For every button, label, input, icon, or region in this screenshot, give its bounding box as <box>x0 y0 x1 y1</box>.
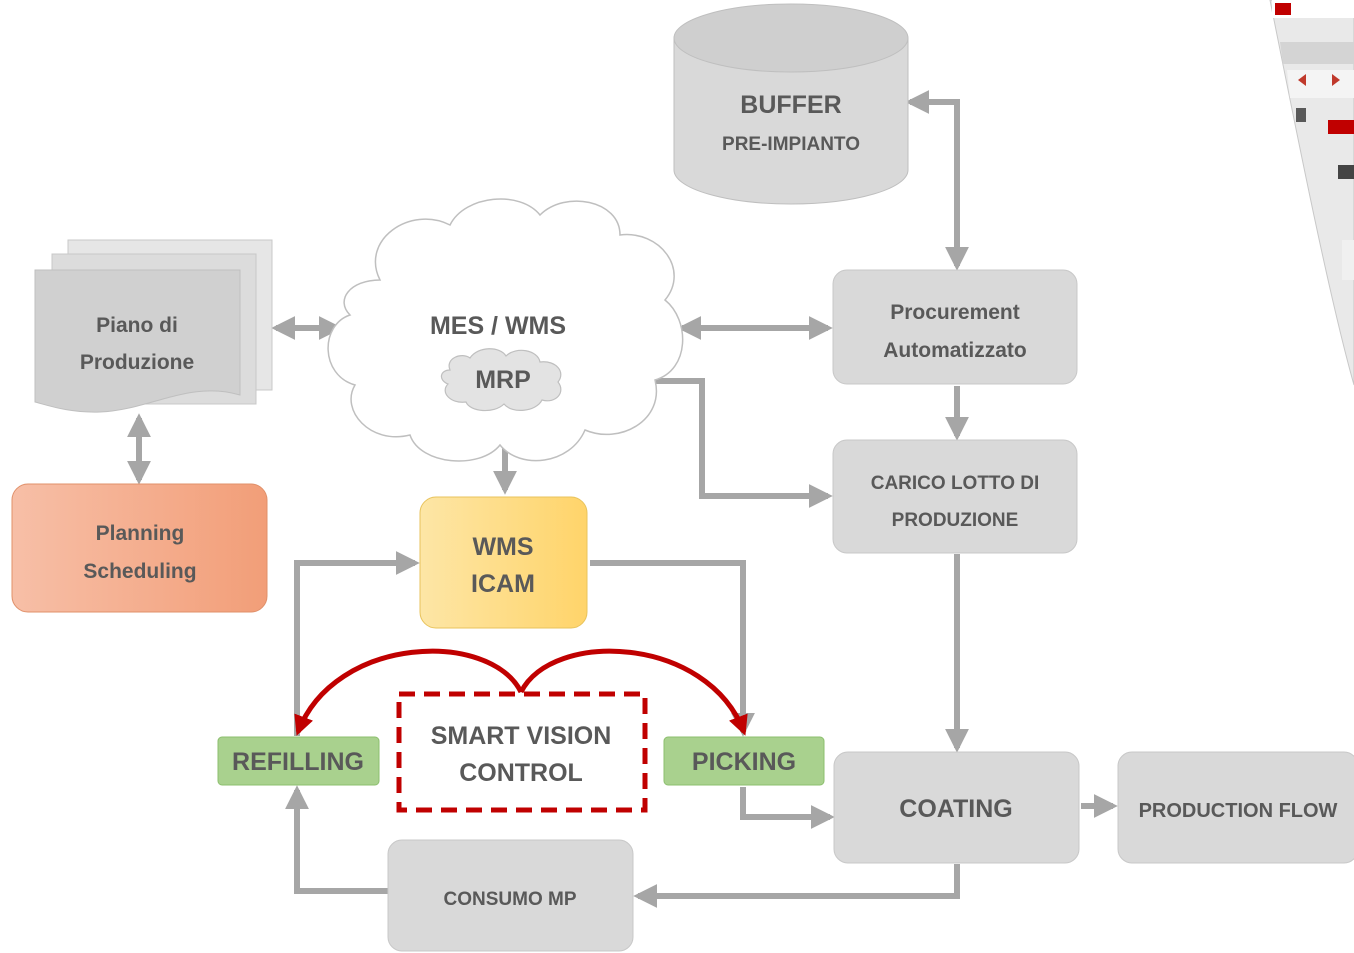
app-logo-icon <box>1275 3 1291 15</box>
mrp-label: MRP <box>475 366 531 394</box>
back-arrow-icon <box>1298 74 1306 86</box>
mrp-cloud <box>440 348 562 412</box>
picking-box: PICKING <box>663 736 825 786</box>
wms-icam-line1: WMS <box>472 533 533 561</box>
carico-lotto-box: CARICO LOTTO DI PRODUZIONE <box>832 439 1078 554</box>
arrow-refilling-wms <box>294 551 420 736</box>
software-screenshot-fragment <box>1269 0 1354 386</box>
arrow-picking-coating <box>740 787 835 829</box>
planning-scheduling-box: Planning Scheduling <box>11 483 268 613</box>
carico-line2: PRODUZIONE <box>892 510 1019 531</box>
procurement-line1: Procurement <box>890 301 1020 324</box>
wms-icam-box: WMS ICAM <box>419 496 588 629</box>
piano-produzione-documents: Piano di Produzione <box>34 239 273 413</box>
smart-vision-line2: CONTROL <box>459 759 583 787</box>
planning-line2: Scheduling <box>83 560 196 583</box>
coating-label: COATING <box>899 795 1012 823</box>
coating-box: COATING <box>833 751 1080 864</box>
consumo-mp-label: CONSUMO MP <box>444 889 577 910</box>
arrow-buffer-procurement <box>905 90 969 271</box>
connectors <box>127 90 1118 908</box>
smart-vision-control-box: SMART VISION CONTROL <box>396 691 648 813</box>
wms-icam-line2: ICAM <box>471 570 535 598</box>
arrow-consumo-refilling <box>285 785 388 894</box>
picking-label: PICKING <box>692 748 796 776</box>
arrow-coating-consumo <box>633 864 960 908</box>
production-flow-label: PRODUCTION FLOW <box>1139 800 1338 822</box>
procurement-line2: Automatizzato <box>883 339 1027 362</box>
refilling-label: REFILLING <box>232 748 364 776</box>
refilling-box: REFILLING <box>217 736 380 786</box>
buffer-subtitle: PRE-IMPIANTO <box>722 134 860 155</box>
arrow-wms-picking <box>590 560 755 737</box>
mes-wms-label: MES / WMS <box>430 312 566 340</box>
piano-line1: Piano di <box>96 314 178 337</box>
production-flow-box: PRODUCTION FLOW <box>1117 751 1354 864</box>
red-arrow-to-picking <box>518 648 748 736</box>
red-arrow-to-refilling <box>294 648 524 736</box>
smart-vision-arrows <box>294 648 748 736</box>
forward-arrow-icon <box>1332 74 1340 86</box>
smart-vision-line1: SMART VISION <box>431 722 612 750</box>
consumo-mp-box: CONSUMO MP <box>387 839 634 952</box>
piano-line2: Produzione <box>80 351 194 374</box>
menu-icon <box>1296 108 1306 122</box>
carico-line1: CARICO LOTTO DI <box>871 473 1040 494</box>
buffer-title: BUFFER <box>740 91 841 119</box>
mes-wms-cloud: MES / WMS MRP <box>327 198 684 462</box>
planning-line1: Planning <box>96 522 185 545</box>
buffer-cylinder: BUFFER PRE-IMPIANTO <box>673 3 909 205</box>
procurement-box: Procurement Automatizzato <box>832 269 1078 385</box>
